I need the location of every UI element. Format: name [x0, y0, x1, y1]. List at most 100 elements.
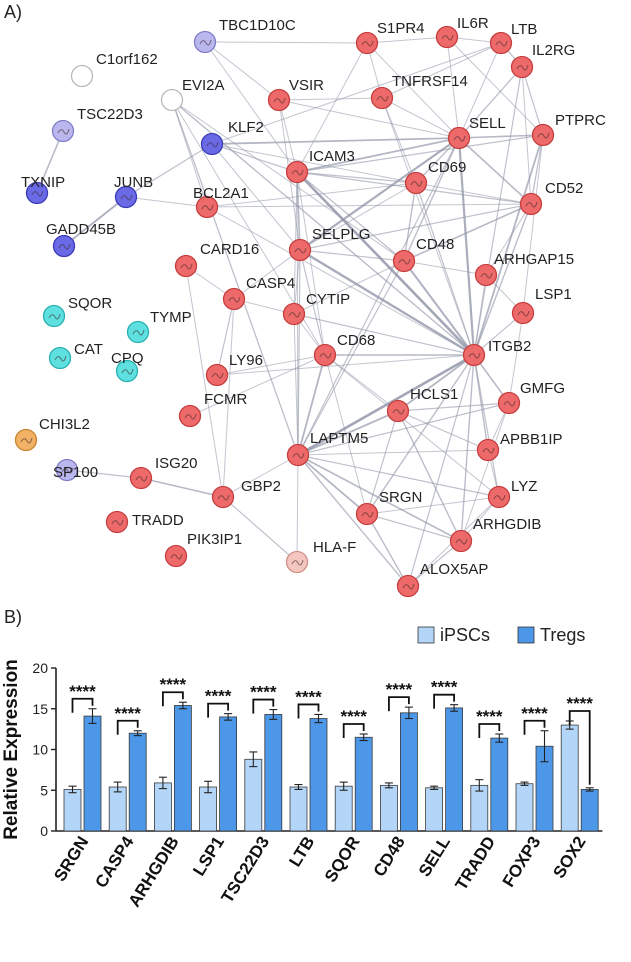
protein-structure-icon	[58, 243, 71, 250]
node-txnip[interactable]: TXNIP	[21, 174, 65, 205]
node-tsc22d3[interactable]: TSC22D3	[51, 106, 143, 143]
bar-tregs-ltb	[309, 718, 328, 832]
node-alox5ap[interactable]: ALOX5AP	[396, 561, 489, 598]
network-edge	[381, 42, 502, 99]
node-chi3l2[interactable]: CHI3L2	[14, 416, 90, 452]
protein-structure-icon	[211, 372, 224, 379]
network-edge	[458, 42, 502, 139]
node-isg20[interactable]: ISG20	[129, 455, 198, 490]
node-card16[interactable]: CARD16	[174, 241, 260, 278]
network-edge	[296, 171, 417, 184]
network-edge	[407, 540, 462, 587]
node-tbc1d10c[interactable]: TBC1D10C	[193, 17, 296, 54]
node-cd48[interactable]: CD48	[392, 236, 455, 273]
network-edge	[297, 454, 409, 587]
network-edge	[403, 182, 417, 262]
node-selplg[interactable]: SELPLG	[288, 226, 371, 262]
node-il2rg[interactable]: IL2RG	[510, 42, 576, 79]
node-cd69[interactable]: CD69	[404, 159, 467, 195]
node-sp100[interactable]: SP100	[53, 458, 98, 482]
node-label: HCLS1	[410, 386, 458, 403]
x-tick-label: SELL	[415, 833, 454, 880]
network-edge	[293, 260, 405, 315]
node-fcmr[interactable]: FCMR	[178, 391, 248, 428]
node-sell[interactable]: SELL	[447, 115, 506, 150]
node-cytip[interactable]: CYTIP	[282, 291, 351, 326]
node-tymp[interactable]: TYMP	[126, 309, 192, 344]
network-edge	[403, 260, 475, 356]
node-label: LSP1	[535, 286, 572, 303]
significance-label: ****	[521, 704, 548, 723]
bar-ipscs-tradd	[470, 784, 489, 832]
node-srgn[interactable]: SRGN	[355, 489, 423, 526]
network-edge	[222, 454, 299, 498]
node-cd68[interactable]: CD68	[313, 332, 376, 367]
node-il6r[interactable]: IL6R	[435, 15, 489, 49]
node-sqor[interactable]: SQOR	[42, 295, 113, 328]
node-label: TSC22D3	[77, 106, 143, 123]
node-gbp2[interactable]: GBP2	[211, 478, 282, 509]
network-edge	[211, 143, 298, 173]
node-casp4[interactable]: CASP4	[222, 275, 296, 311]
node-cpq[interactable]: CPQ	[111, 350, 144, 383]
network-edge	[397, 402, 510, 412]
significance-bracket	[207, 702, 229, 718]
protein-structure-icon	[217, 494, 230, 501]
node-ly96[interactable]: LY96	[205, 352, 263, 387]
bar-group-cd48: ****CD48	[370, 680, 418, 880]
bar-tregs-arhgdib	[173, 705, 192, 832]
network-edge	[216, 298, 235, 376]
node-circle	[160, 88, 184, 112]
node-label: TRADD	[132, 512, 184, 529]
protein-structure-icon	[61, 467, 74, 474]
network-edge	[473, 134, 544, 356]
node-apbb1ip[interactable]: APBB1IP	[476, 431, 563, 462]
node-label: CD69	[428, 159, 466, 176]
node-ltb[interactable]: LTB	[489, 21, 538, 55]
node-lyz[interactable]: LYZ	[487, 478, 538, 509]
protein-structure-icon	[495, 40, 508, 47]
node-s1pr4[interactable]: S1PR4	[355, 20, 425, 55]
node-c1orf162[interactable]: C1orf162	[70, 51, 158, 88]
node-itgb2[interactable]: ITGB2	[462, 338, 532, 367]
network-edge	[397, 410, 489, 451]
node-arhgdib[interactable]: ARHGDIB	[449, 516, 542, 553]
protein-structure-icon	[54, 355, 67, 362]
protein-structure-icon	[291, 559, 304, 566]
node-lsp1[interactable]: LSP1	[511, 286, 572, 325]
node-arhgap15[interactable]: ARHGAP15	[474, 251, 575, 287]
node-laptm5[interactable]: LAPTM5	[286, 430, 369, 467]
node-gmfg[interactable]: GMFG	[497, 380, 566, 415]
node-label: APBB1IP	[500, 431, 563, 448]
network-edge	[204, 41, 298, 173]
protein-structure-icon	[516, 64, 529, 71]
node-label: SELL	[469, 115, 506, 132]
protein-structure-icon	[392, 408, 405, 415]
node-label: GMFG	[520, 380, 565, 397]
node-bcl2a1[interactable]: BCL2A1	[193, 185, 249, 219]
node-cd52[interactable]: CD52	[519, 180, 584, 216]
node-junb[interactable]: JUNB	[114, 174, 153, 209]
node-hla-f[interactable]: HLA-F	[285, 539, 357, 574]
network-edge	[125, 143, 213, 198]
network-edge	[296, 134, 544, 173]
node-tnfrsf14[interactable]: TNFRSF14	[370, 73, 468, 110]
node-evi2a[interactable]: EVI2A	[160, 77, 225, 112]
node-tradd[interactable]: TRADD	[105, 510, 184, 534]
network-edge	[293, 313, 475, 356]
node-cat[interactable]: CAT	[48, 341, 103, 370]
protein-structure-icon	[503, 400, 516, 407]
node-vsir[interactable]: VSIR	[267, 77, 325, 112]
node-pik3ip1[interactable]: PIK3IP1	[164, 531, 243, 568]
y-tick-label: 20	[32, 660, 48, 676]
significance-bracket	[523, 719, 546, 735]
protein-structure-icon	[199, 39, 212, 46]
node-icam3[interactable]: ICAM3	[285, 148, 355, 184]
network-edge	[299, 137, 460, 251]
node-gadd45b[interactable]: GADD45B	[46, 221, 116, 258]
node-hcls1[interactable]: HCLS1	[386, 386, 459, 423]
bar-ipscs-sox2	[560, 724, 579, 832]
node-ptprc[interactable]: PTPRC	[531, 112, 607, 147]
node-klf2[interactable]: KLF2	[200, 119, 264, 156]
network-edge	[407, 354, 475, 587]
